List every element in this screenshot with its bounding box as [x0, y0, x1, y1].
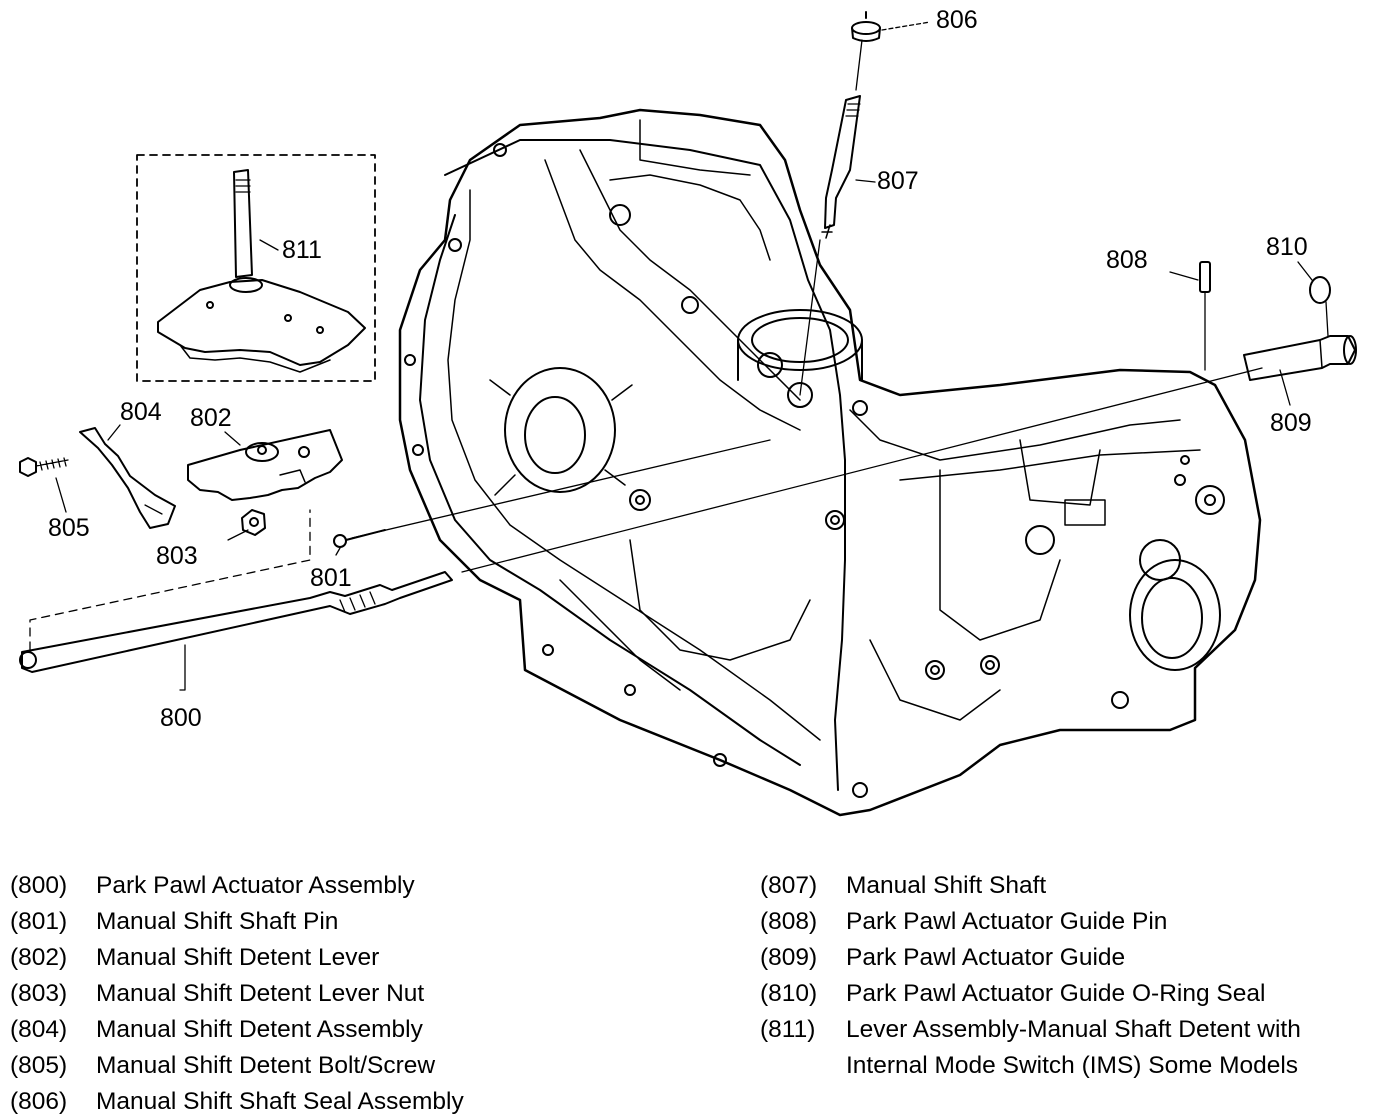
legend-text: Park Pawl Actuator Guide: [846, 944, 1126, 971]
legend-number: (810): [760, 980, 818, 1007]
callout-leaders: [55, 21, 1313, 556]
manual-shift-detent-lever-nut: [241, 509, 266, 536]
legend-number: (811): [760, 1016, 816, 1043]
legend-text: Manual Shift Shaft Pin: [96, 908, 339, 935]
legend-item: (806) Manual Shift Shaft Seal Assembly: [10, 1084, 464, 1120]
callout-806: 806: [936, 6, 978, 34]
legend-item: (801) Manual Shift Shaft Pin: [10, 904, 464, 940]
legend-number: (803): [10, 980, 68, 1007]
park-pawl-actuator-guide: [1243, 335, 1357, 381]
callout-802: 802: [190, 404, 232, 432]
callout-809: 809: [1270, 409, 1312, 437]
callout-800: 800: [160, 704, 202, 732]
legend-item: (809) Park Pawl Actuator Guide: [760, 940, 1301, 976]
park-pawl-actuator-guide-o-ring-seal: [1309, 276, 1331, 337]
legend-number: (804): [10, 1016, 68, 1043]
callout-804: 804: [120, 398, 162, 426]
legend-text: Manual Shift Shaft Seal Assembly: [96, 1088, 464, 1115]
legend-text: Manual Shift Detent Lever: [96, 944, 380, 971]
leader-lines: [29, 239, 1263, 651]
legend-text: Park Pawl Actuator Guide O-Ring Seal: [846, 980, 1266, 1007]
legend-text: Manual Shift Detent Assembly: [96, 1016, 423, 1043]
legend-number: (800): [10, 872, 68, 899]
callout-808: 808: [1106, 246, 1148, 274]
manual-shift-shaft: [821, 39, 863, 239]
manual-shift-detent-assembly: [79, 427, 176, 529]
park-pawl-actuator-assembly: [19, 571, 453, 691]
legend-item: (804) Manual Shift Detent Assembly: [10, 1012, 464, 1048]
legend-text: Manual Shift Detent Bolt/Screw: [96, 1052, 436, 1079]
legend-text: Park Pawl Actuator Guide Pin: [846, 908, 1168, 935]
legend-number: (807): [760, 872, 818, 899]
legend-item: (802) Manual Shift Detent Lever: [10, 940, 464, 976]
legend-text: Manual Shift Detent Lever Nut: [96, 980, 425, 1007]
legend-item: (808) Park Pawl Actuator Guide Pin: [760, 904, 1301, 940]
legend-text: Lever Assembly-Manual Shaft Detent with: [846, 1016, 1301, 1043]
callout-807: 807: [877, 167, 919, 195]
exploded-view-drawing: [19, 11, 1357, 817]
legend-item: (805) Manual Shift Detent Bolt/Screw: [10, 1048, 464, 1084]
lever-assembly-ims-inset: [136, 154, 376, 382]
manual-shift-shaft-seal-assembly: [851, 11, 881, 42]
legend-right-column: (807) Manual Shift Shaft (808) Park Pawl A…: [760, 868, 1301, 1084]
legend-number: (802): [10, 944, 68, 971]
callout-803: 803: [156, 542, 198, 570]
legend-item: (800) Park Pawl Actuator Assembly: [10, 868, 464, 904]
legend-number: (809): [760, 944, 818, 971]
callout-805: 805: [48, 514, 90, 542]
legend-number: (801): [10, 908, 68, 935]
legend-text-continued: Internal Mode Switch (IMS) Some Models: [846, 1052, 1299, 1079]
callout-801: 801: [310, 564, 352, 592]
legend-text: Park Pawl Actuator Assembly: [96, 872, 415, 899]
transmission-case: [398, 108, 1262, 817]
legend-text: Manual Shift Shaft: [846, 872, 1047, 899]
legend-number: (808): [760, 908, 818, 935]
park-pawl-actuator-guide-pin: [1199, 261, 1211, 371]
legend-number: (805): [10, 1052, 68, 1079]
legend-item: (811) Lever Assembly-Manual Shaft Detent …: [760, 1012, 1301, 1048]
manual-shift-detent-lever: [187, 429, 343, 501]
legend-item: (810) Park Pawl Actuator Guide O-Ring Sea…: [760, 976, 1301, 1012]
legend-item: (807) Manual Shift Shaft: [760, 868, 1301, 904]
manual-shift-shaft-pin: [333, 529, 386, 548]
legend-item: (803) Manual Shift Detent Lever Nut: [10, 976, 464, 1012]
legend-left-column: (800) Park Pawl Actuator Assembly (801) Ma…: [10, 868, 464, 1120]
callout-810: 810: [1266, 233, 1308, 261]
callout-811: 811: [282, 236, 322, 264]
manual-shift-detent-bolt-icon: [19, 457, 69, 477]
legend-number: (806): [10, 1088, 68, 1115]
